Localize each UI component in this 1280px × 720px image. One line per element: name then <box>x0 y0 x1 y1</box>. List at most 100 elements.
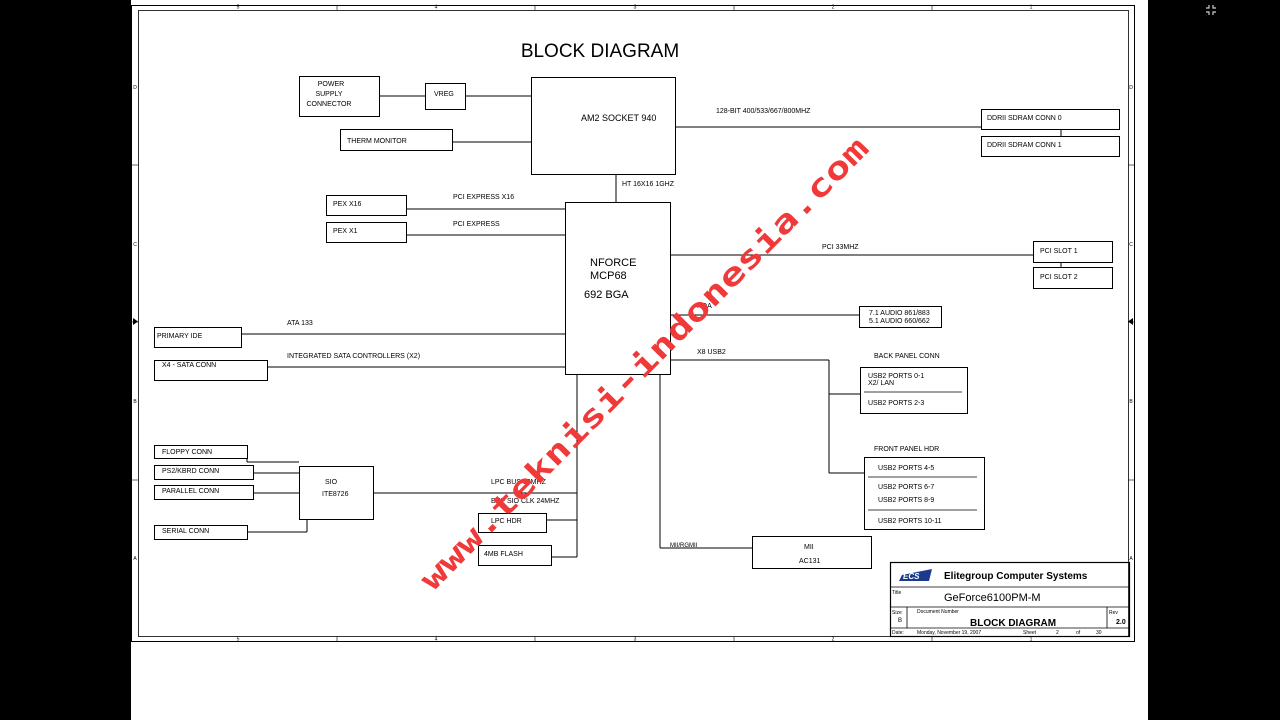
mii-label: AC131 <box>799 558 821 565</box>
diagram-title: BLOCK DIAGRAM <box>521 41 679 62</box>
frame-arrows <box>133 318 1133 325</box>
primary-ide-label: PRIMARY IDE <box>157 333 203 340</box>
connection-lines <box>241 95 1062 558</box>
frame-number-top: 4 <box>435 5 438 11</box>
sata-bus-label: INTEGRATED SATA CONTROLLERS (X2) <box>287 353 420 360</box>
front-panel-usb-box <box>864 457 985 530</box>
power-supply-label: SUPPLY <box>315 91 342 98</box>
pcie-label: PCI EXPRESS <box>453 221 500 228</box>
frame-number-top: 1 <box>1030 5 1033 11</box>
cpu-socket-box <box>531 77 676 175</box>
front-usb-label: USB2 PORTS 10-11 <box>878 518 942 525</box>
sio-label: SIO <box>325 479 338 486</box>
lpc-bus-label: LPC BUS 33MHZ <box>491 479 547 486</box>
date-value: Monday, November 19, 2007 <box>917 630 981 636</box>
of-label: of <box>1076 630 1081 636</box>
mii-phy-box <box>752 536 872 569</box>
therm-monitor-label: THERM MONITOR <box>347 138 407 145</box>
front-usb-label: USB2 PORTS 8-9 <box>878 497 934 504</box>
frame-letter-right: B <box>1129 399 1133 405</box>
flash-box <box>478 545 552 566</box>
usb-bus-label: X8 USB2 <box>697 349 726 356</box>
power-supply-label: CONNECTOR <box>307 101 352 108</box>
ddr0-label: DDRII SDRAM CONN 0 <box>987 115 1062 122</box>
frame-letter-left: D <box>133 85 137 91</box>
mii-rgmii-label: MII/RGMII <box>670 543 698 549</box>
sata-conn-box <box>154 360 268 381</box>
title-field-label: Title <box>892 590 901 596</box>
lpc-hdr-label: LPC HDR <box>491 518 522 525</box>
front-usb-label: USB2 PORTS 4-5 <box>878 465 934 472</box>
ddr1-label: DDRII SDRAM CONN 1 <box>987 142 1062 149</box>
ps2-kbrd-conn-label: PS2/KBRD CONN <box>162 468 219 475</box>
pci-slot1-label: PCI SLOT 1 <box>1040 248 1078 255</box>
hda-label: HDA <box>697 303 712 310</box>
audio-label: 5.1 AUDIO 660/662 <box>869 318 930 325</box>
back-panel-usb-box <box>860 367 968 414</box>
floppy-conn-box <box>154 445 248 459</box>
parallel-conn-box <box>154 485 254 500</box>
pex1-box <box>326 222 407 243</box>
ps2-kbrd-conn-box <box>154 465 254 480</box>
frame-letter-left: A <box>133 556 137 562</box>
docnum-field-label: Document Number <box>917 609 959 615</box>
back-usb-label: USB2 PORTS 0-1 <box>868 373 924 380</box>
frame-letter-right: C <box>1129 242 1133 248</box>
back-usb-label: USB2 PORTS 2-3 <box>868 400 924 407</box>
pex16-label: PEX X16 <box>333 201 362 208</box>
board-title: GeForce6100PM-M <box>944 592 1041 604</box>
fullscreen-icon[interactable] <box>1204 3 1218 17</box>
pcie-x16-label: PCI EXPRESS X16 <box>453 194 514 201</box>
frame-number-bottom: 2 <box>832 637 835 643</box>
sheet-field-label: Sheet <box>1023 630 1037 636</box>
sio-chip-box <box>299 466 374 520</box>
size-value: B <box>898 618 902 624</box>
ata-label: ATA 133 <box>287 320 313 327</box>
document-number: BLOCK DIAGRAM <box>970 618 1056 629</box>
floppy-conn-label: FLOPPY CONN <box>162 449 212 456</box>
serial-conn-box <box>154 525 248 540</box>
sata-conn-label: X4 - SATA CONN <box>162 362 216 369</box>
sio-clock-label: BUF SIO CLK 24MHZ <box>491 498 560 505</box>
power-supply-box <box>299 76 380 117</box>
drawing-frame <box>138 10 1129 637</box>
ecs-logo-text: ECS <box>903 572 920 581</box>
back-usb-label: X2/ LAN <box>868 380 894 387</box>
primary-ide-box <box>154 327 242 348</box>
mcp-label: 692 BGA <box>584 289 629 301</box>
frame-letter-right: D <box>1129 85 1133 91</box>
audio-codec-box <box>859 306 942 328</box>
vreg-label: VREG <box>434 91 454 98</box>
frame-number-top: 5 <box>237 5 240 11</box>
size-field-label: Size <box>892 610 902 616</box>
ddr1-box <box>981 136 1120 157</box>
revision-value: 2.0 <box>1116 619 1126 626</box>
title-block <box>889 561 1131 638</box>
memory-bus-label: 128-BIT 400/533/667/800MHZ <box>716 108 811 115</box>
ddr0-box <box>981 109 1120 130</box>
therm-monitor-box <box>340 129 453 151</box>
frame-number-top: 2 <box>832 5 835 11</box>
mcp-label: NFORCE <box>590 257 636 269</box>
sheet-value: 2 <box>1056 630 1059 636</box>
company-name: Elitegroup Computer Systems <box>944 571 1088 582</box>
usb-separators <box>864 391 977 511</box>
frame-number-bottom: 4 <box>435 637 438 643</box>
mcp-label: MCP68 <box>590 270 627 282</box>
frame-number-top: 3 <box>634 5 637 11</box>
pci-bus-label: PCI 33MHZ <box>822 244 859 251</box>
frame-letter-right: A <box>1129 556 1133 562</box>
ecs-logo: ECS <box>899 569 932 581</box>
back-panel-label: BACK PANEL CONN <box>874 353 940 360</box>
frame-number-bottom: 5 <box>237 637 240 643</box>
mcp68-chip-box <box>565 202 671 375</box>
flash-label: 4MB FLASH <box>484 551 523 558</box>
frame-number-bottom: 1 <box>1030 637 1033 643</box>
audio-label: 7.1 AUDIO 861/883 <box>869 310 930 317</box>
pex16-box <box>326 195 407 216</box>
front-usb-label: USB2 PORTS 6-7 <box>878 484 934 491</box>
pex1-label: PEX X1 <box>333 228 358 235</box>
front-panel-label: FRONT PANEL HDR <box>874 446 939 453</box>
mii-label: MII <box>804 544 814 551</box>
